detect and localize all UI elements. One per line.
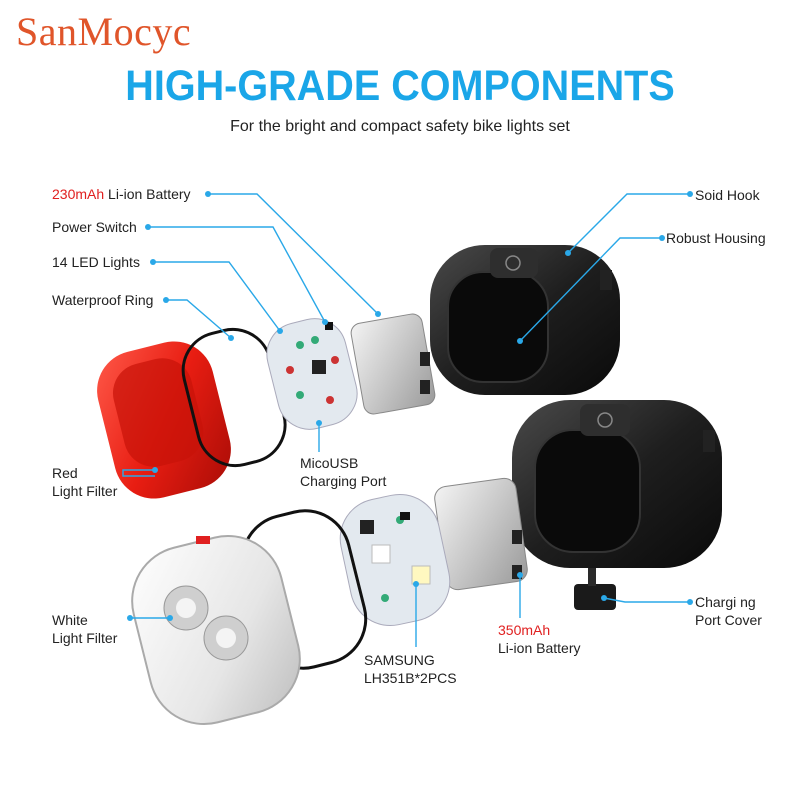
label-14-led-lights: 14 LED Lights — [52, 254, 140, 270]
label-battery-230mah: 230mAh Li-ion Battery — [52, 185, 191, 203]
label-red-filter-line1: Red — [52, 465, 78, 481]
label-white-filter-line1: White — [52, 612, 88, 628]
label-samsung-line2: LH351B*2PCS — [364, 670, 457, 686]
white-light-filter — [131, 534, 301, 726]
label-waterproof-ring: Waterproof Ring — [52, 292, 154, 308]
capacity-230mah: 230mAh — [52, 186, 105, 202]
page-subtitle: For the bright and compact safety bike l… — [230, 118, 570, 135]
leader-dots — [127, 191, 693, 621]
led-board-top — [266, 318, 358, 430]
label-charging-port-cover: Chargi ng Port Cover — [695, 593, 762, 629]
label-micousb-line1: MicoUSB — [300, 455, 359, 471]
label-micousb-port: MicoUSB Charging Port — [300, 454, 386, 490]
label-red-filter-line2: Light Filter — [52, 483, 118, 499]
black-housing-top — [430, 245, 620, 395]
label-li-ion-battery-bottom: Li-ion Battery — [498, 640, 581, 656]
label-battery-350mah: 350mAh Li-ion Battery — [498, 621, 580, 657]
label-port-cover-line2: Port Cover — [695, 612, 762, 628]
label-solid-hook: Soid Hook — [695, 187, 760, 203]
label-li-ion-battery-top: Li-ion Battery — [104, 186, 191, 202]
red-light-filter — [97, 341, 231, 499]
leader-lines — [122, 193, 690, 647]
label-white-filter-line2: Light Filter — [52, 630, 118, 646]
brand-logo: SanMocyc — [16, 9, 192, 54]
battery-top — [350, 313, 436, 415]
capacity-350mah: 350mAh — [498, 622, 551, 638]
label-port-cover-line1: Chargi ng — [695, 594, 756, 610]
label-white-filter: White Light Filter — [52, 611, 117, 647]
label-robust-housing: Robust Housing — [666, 230, 766, 246]
label-samsung-leds: SAMSUNG LH351B*2PCS — [364, 651, 457, 687]
label-power-switch: Power Switch — [52, 219, 137, 235]
label-samsung-line1: SAMSUNG — [364, 652, 435, 668]
led-board-bottom — [339, 493, 451, 627]
charging-port-cover — [574, 568, 616, 610]
label-micousb-line2: Charging Port — [300, 473, 387, 489]
black-housing-bottom — [512, 400, 722, 568]
label-red-filter: Red Light Filter — [52, 464, 117, 500]
page-title: HIGH-GRADE COMPONENTS — [125, 62, 675, 110]
